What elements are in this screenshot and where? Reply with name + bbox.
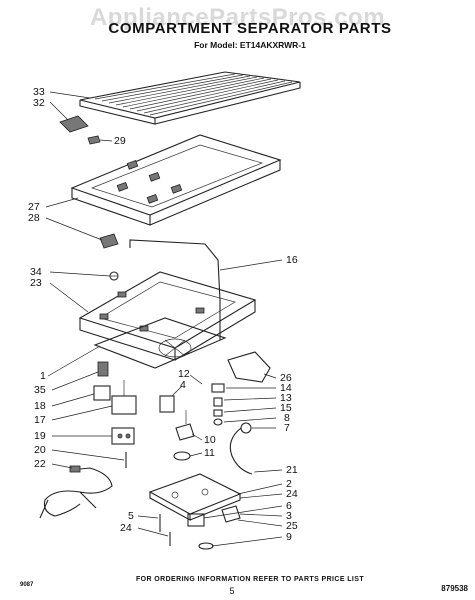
callout-4: 4 [180,379,186,391]
bushing-part-9 [198,542,214,550]
callout-29: 29 [114,135,126,147]
callout-14: 14 [280,382,292,394]
ordering-footer: FOR ORDERING INFORMATION REFER TO PARTS … [135,576,365,583]
callout-22: 22 [34,458,46,470]
callout-28: 28 [28,212,40,224]
leader-lines [45,91,283,547]
callout-32: 32 [33,97,45,109]
harness-connector [69,465,81,473]
part-35 [97,361,109,377]
wire-part-16 [129,239,221,340]
callout-7: 7 [284,422,290,434]
wire-harness-part-22 [39,467,113,519]
part-13 [213,397,223,407]
callout-9: 9 [286,531,292,543]
diagram-title: COMPARTMENT SEPARATOR PARTS [108,20,392,37]
bracket-part-19 [111,427,135,445]
callout-8: 8 [284,412,290,424]
callout-11: 11 [204,447,215,459]
callout-10: 10 [204,434,216,446]
callout-21: 21 [286,464,298,476]
base-bracket-part-2 [148,473,242,521]
separator-tray-part-23 [78,271,257,361]
tab-part-28 [99,233,119,249]
corner-code: 9087 [20,582,34,588]
callout-19: 19 [34,430,46,442]
callout-27: 27 [28,201,40,213]
clamp-part-25 [221,505,241,523]
callout-23: 23 [30,277,42,289]
callout-3: 3 [286,510,292,522]
model-line: For Model: ET14AKXRWR-1 [194,40,306,50]
callout-6: 6 [286,500,292,512]
callout-17: 17 [34,414,46,426]
callout-24-lower: 24 [120,522,132,534]
callout-25: 25 [286,520,298,532]
damper-part-4 [159,395,175,413]
part-18 [93,385,111,401]
callout-12: 12 [178,368,190,380]
motor-part-6 [187,513,205,527]
callout-labels: 33 32 29 27 28 16 34 23 1 26 35 12 14 4 … [28,86,298,543]
screw-part-34 [109,271,119,281]
clip-part-29 [87,135,101,145]
callout-20: 20 [34,444,46,456]
callout-18: 18 [34,400,46,412]
housing-part-1 [93,317,227,369]
callout-15: 15 [280,402,292,414]
knob-part-11 [173,451,191,461]
label-part-32 [59,115,89,133]
callout-33: 33 [33,86,45,98]
callout-26: 26 [280,372,292,384]
sensor-part-7 [229,422,253,475]
callout-34: 34 [30,266,42,278]
callout-2: 2 [286,478,292,490]
separator-frame-part-27 [70,134,282,226]
callout-1: 1 [40,370,46,382]
part-14 [211,383,225,393]
callout-35: 35 [34,384,46,396]
callout-5: 5 [128,510,134,522]
part-15 [213,409,223,417]
page-number: 5 [229,586,235,596]
control-box-part-17 [111,380,137,415]
watermark-text: AppliancePartsPros.com [89,4,386,31]
insulation-part-26 [227,351,271,383]
drawing-number: 879538 [441,584,468,593]
callout-24-upper: 24 [286,488,298,500]
grille-cover-part-33 [79,71,301,125]
part-8 [213,418,223,426]
callout-13: 13 [280,392,292,404]
thermostat-part-10 [175,410,195,441]
callout-16: 16 [286,254,298,266]
